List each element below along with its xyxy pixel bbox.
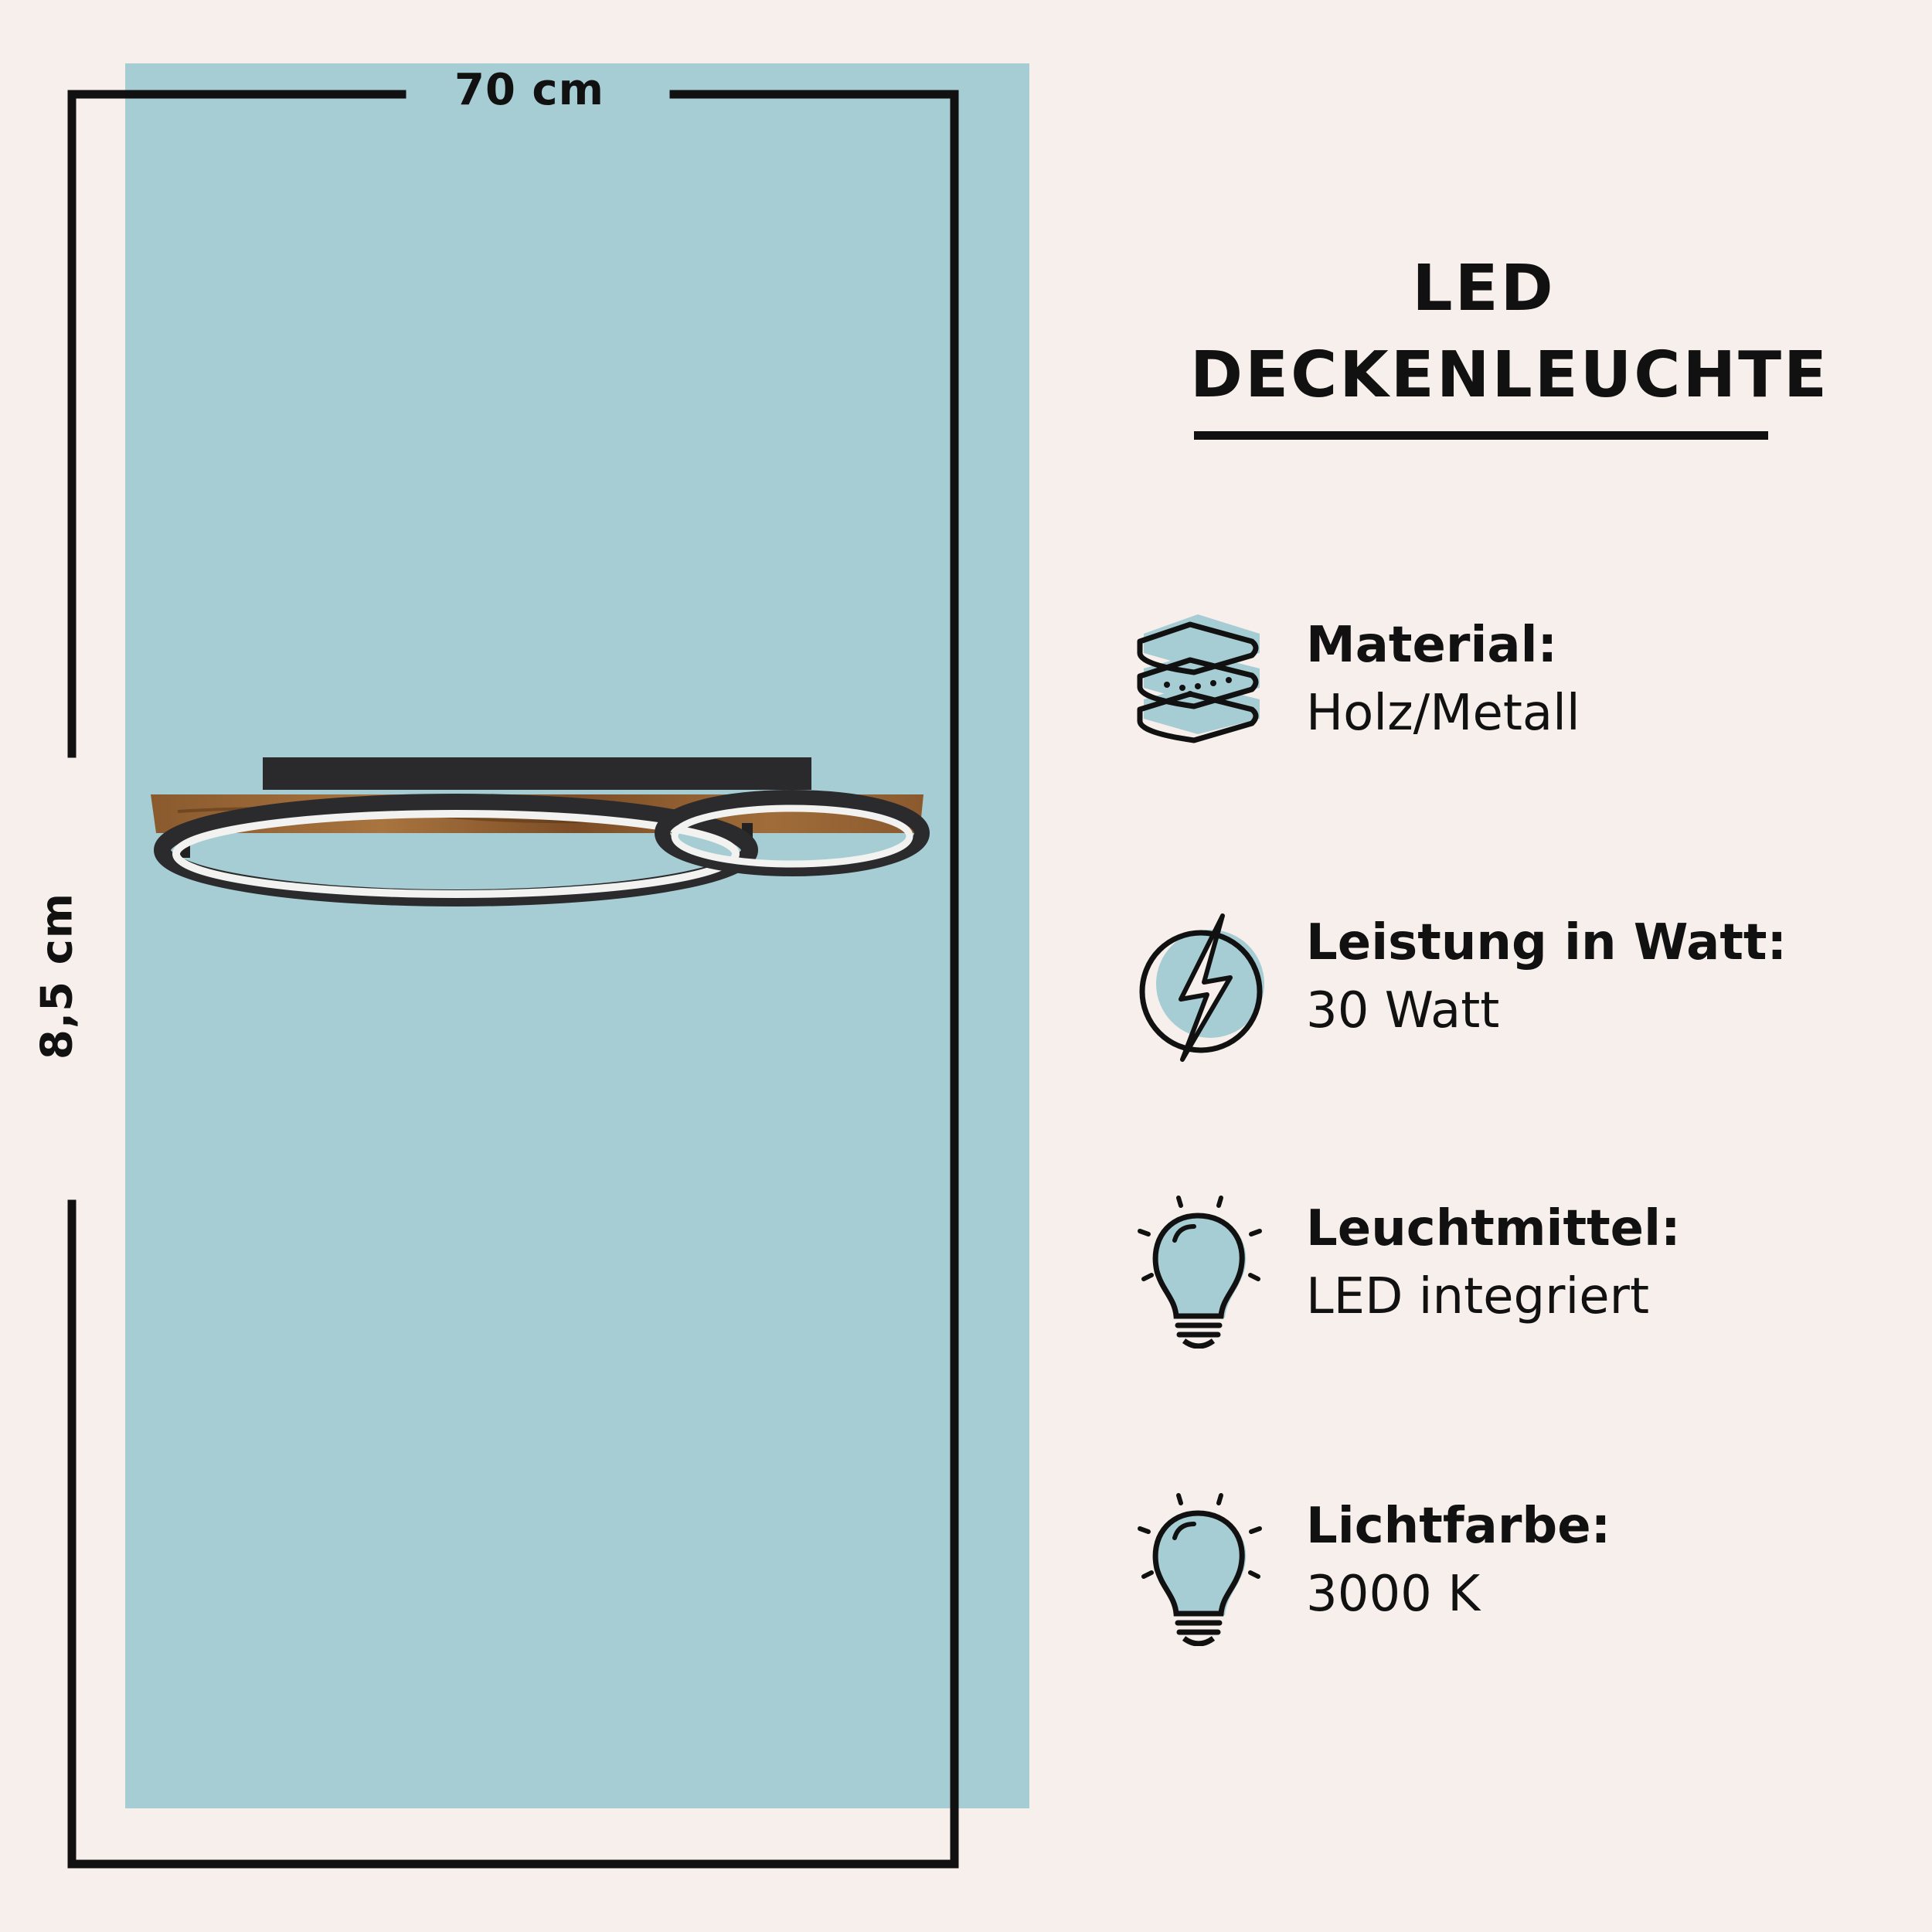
- width-bracket-right: [67, 90, 959, 1869]
- ceiling-lamp-image: [151, 757, 930, 906]
- feature-label: Material:: [1306, 617, 1558, 674]
- feature-value: 30 Watt: [1306, 982, 1500, 1039]
- lightning-icon: [1139, 913, 1264, 1062]
- feature-power: Leistung in Watt: 30 Watt: [1136, 908, 1909, 1063]
- lightbulb-icon: [1138, 1493, 1262, 1646]
- feature-label: Leuchtmittel:: [1306, 1200, 1681, 1257]
- feature-material: Material: Holz/Metall: [1136, 611, 1909, 765]
- feature-value: 3000 K: [1306, 1566, 1481, 1623]
- feature-value: Holz/Metall: [1306, 685, 1580, 742]
- feature-bulb-type: Leuchtmittel: LED integriert: [1136, 1194, 1909, 1349]
- feature-label: Lichtfarbe:: [1306, 1498, 1611, 1555]
- product-panel: [125, 63, 1029, 1808]
- feature-light-color: Lichtfarbe: 3000 K: [1136, 1492, 1909, 1646]
- title-line-1: LED: [1412, 252, 1556, 325]
- title-line-2: DECKENLEUCHTE: [1190, 338, 1830, 412]
- layers-icon: [1137, 614, 1260, 743]
- title-divider: [1194, 431, 1768, 440]
- height-dimension-label: 8,5 cm: [32, 892, 83, 1060]
- width-dimension-label: 70 cm: [454, 65, 604, 115]
- feature-label: Leistung in Watt:: [1306, 914, 1787, 971]
- width-bracket-left: [67, 90, 406, 758]
- product-title: LED DECKENLEUCHTE: [1190, 246, 1830, 419]
- lightbulb-icon: [1138, 1196, 1262, 1349]
- feature-value: LED integriert: [1306, 1268, 1650, 1325]
